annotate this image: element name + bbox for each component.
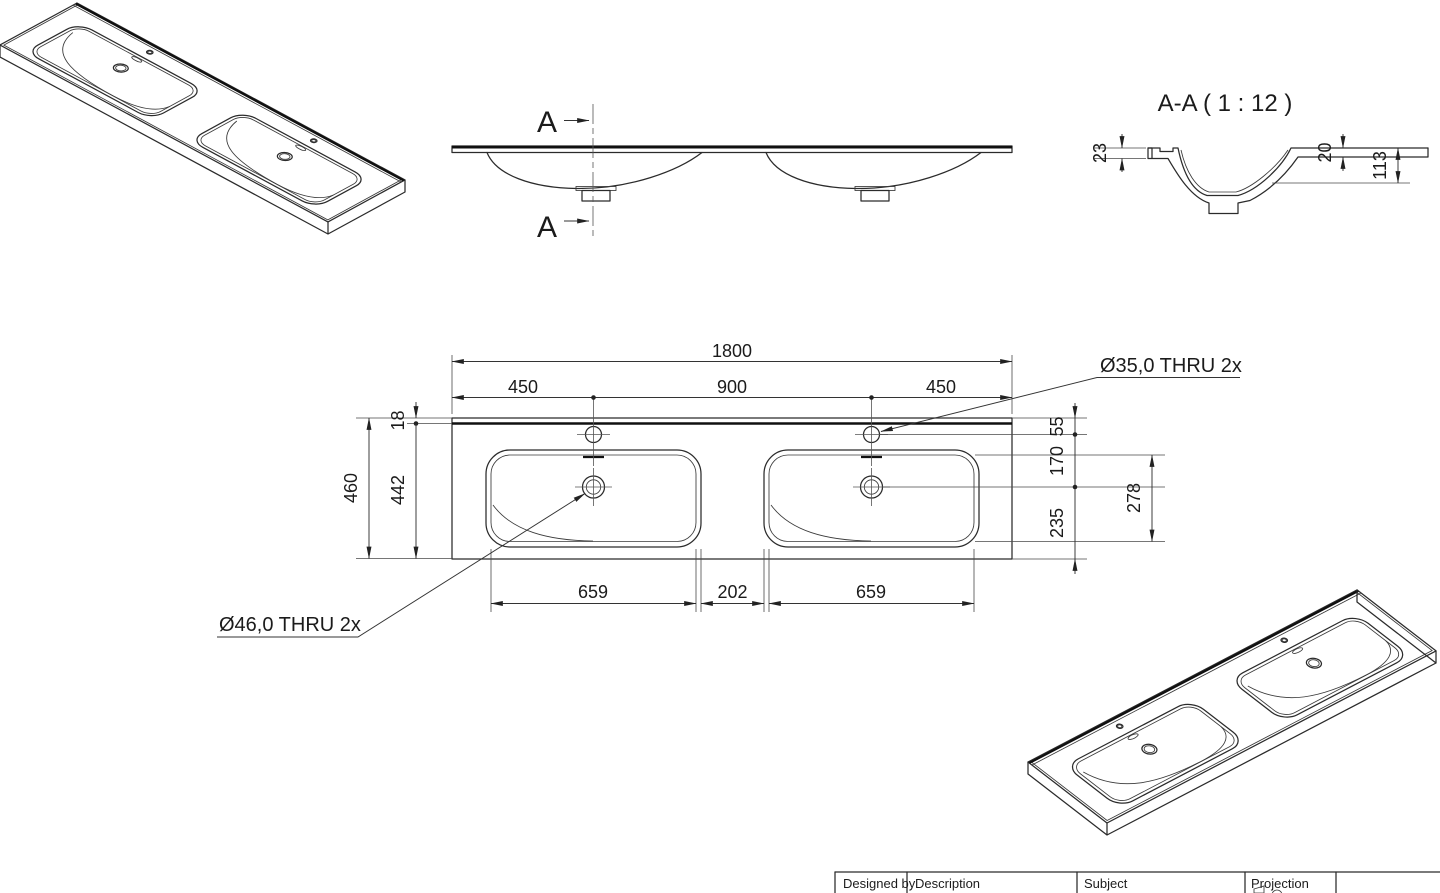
dim-bowl-width-left: 659	[578, 582, 608, 602]
section-label-top: A	[537, 106, 557, 139]
section-title: A-A ( 1 : 12 )	[1158, 90, 1293, 117]
dim-faucet-right: 450	[926, 377, 956, 397]
callout-drain-hole: Ø46,0 THRU 2x	[217, 493, 586, 638]
slab-thickness-edges	[0, 44, 406, 235]
dim-bowl-gap: 202	[717, 582, 747, 602]
title-block-subject: Subject	[1084, 876, 1128, 891]
dim-drain-to-front: 235	[1047, 508, 1067, 538]
title-block-designed-by: Designed by	[843, 876, 916, 891]
dim-total-depth: 113	[1370, 151, 1390, 180]
dim-overall-width: 1800	[712, 341, 752, 361]
callout-faucet-text: Ø35,0 THRU 2x	[1100, 355, 1242, 377]
section-label-bottom: A	[537, 211, 557, 244]
iso-view-top-left	[0, 3, 406, 235]
dim-deck-thickness: 20	[1315, 142, 1335, 162]
callout-drain-text: Ø46,0 THRU 2x	[219, 614, 361, 636]
projection-symbol-icon	[1253, 885, 1283, 893]
dim-bowl-width-right: 659	[856, 582, 886, 602]
dim-faucet-to-drain: 170	[1047, 446, 1067, 476]
dim-overall-depth: 460	[341, 473, 361, 503]
dim-front-rim: 23	[1090, 143, 1110, 163]
dim-faucet-spacing: 900	[717, 377, 747, 397]
title-block-projection: Projection	[1251, 876, 1309, 891]
section-profile-bottom	[1147, 147, 1429, 215]
dim-back-to-faucet: 55	[1047, 416, 1067, 436]
dim-faucet-left: 450	[508, 377, 538, 397]
title-block: Designed by Description Subject Projecti…	[834, 871, 1440, 893]
title-block-description: Description	[915, 876, 980, 891]
dim-back-rim: 18	[388, 410, 408, 430]
callout-faucet-hole: Ø35,0 THRU 2x	[880, 355, 1242, 432]
section-view-aa: A-A ( 1 : 12 ) 23 20 113	[1090, 90, 1429, 215]
bowl-inner-wall	[1180, 149, 1289, 193]
section-profile-top	[1147, 147, 1429, 197]
dim-front-depth: 442	[388, 475, 408, 505]
iso-view-bottom-right	[1027, 589, 1437, 836]
countertop-outline	[451, 417, 1013, 560]
front-view: A A	[451, 104, 1013, 244]
slab-thickness-edges	[1027, 589, 1437, 836]
dim-bowl-depth: 278	[1124, 483, 1144, 513]
plan-view: 1800 450 900 450 460 18 442 55 170 235 2…	[217, 341, 1242, 638]
